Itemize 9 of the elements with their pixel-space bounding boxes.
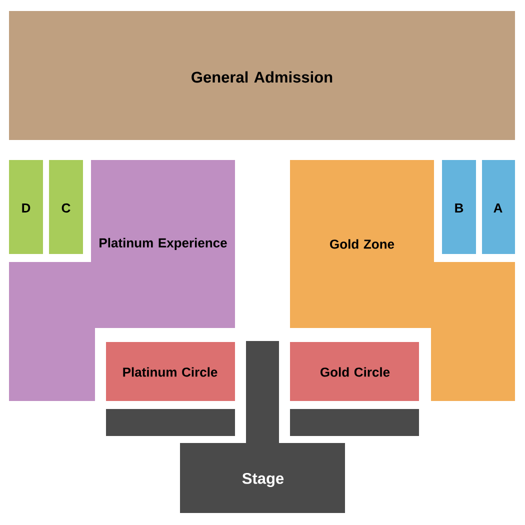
seating-section: A (482, 160, 515, 254)
seating-section: C (49, 160, 83, 254)
seating-bar (106, 409, 235, 436)
seating-bar (290, 409, 419, 436)
seating-section: Gold Circle (290, 342, 419, 401)
seating-section: B (442, 160, 476, 254)
seating-section: D (9, 160, 43, 254)
seating-section: Platinum Circle (106, 342, 235, 401)
standing-area: General Admission (9, 11, 515, 140)
